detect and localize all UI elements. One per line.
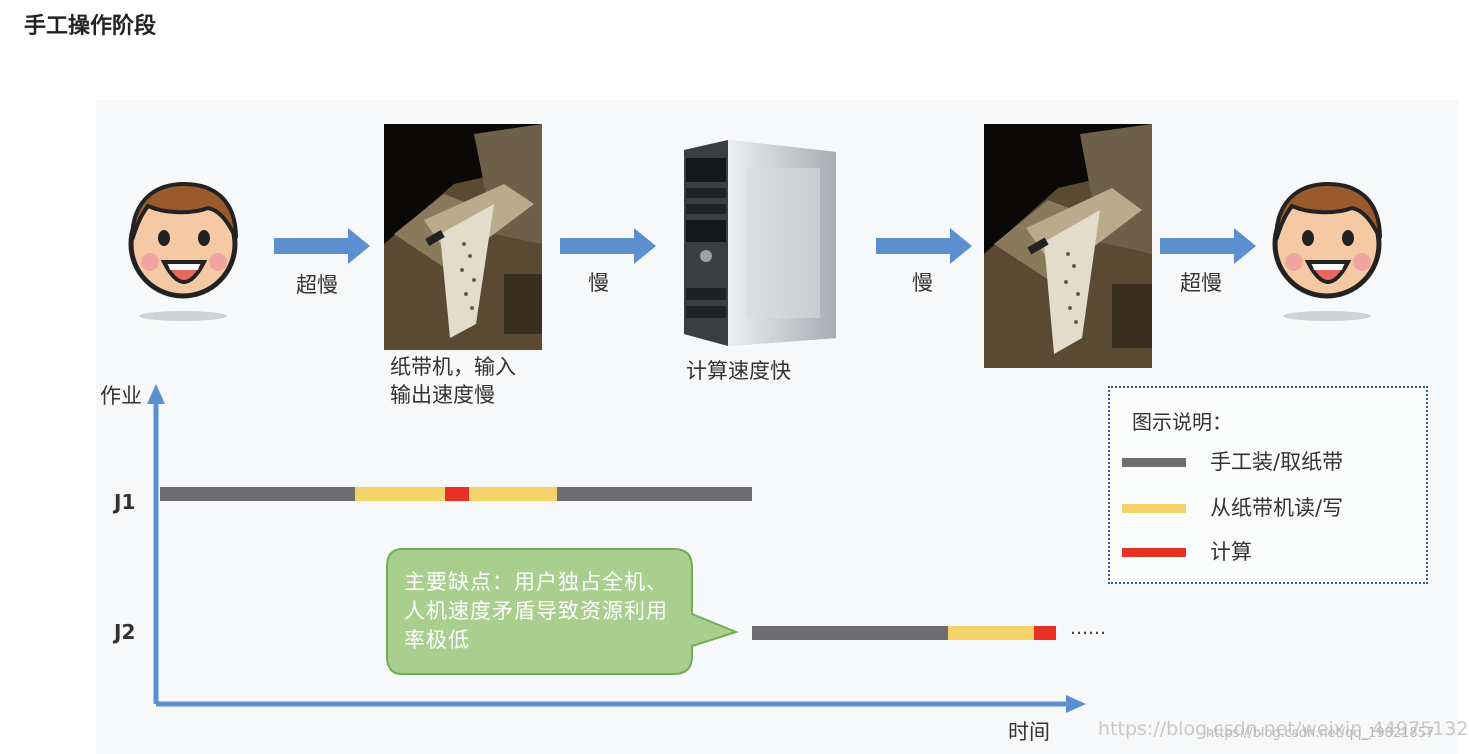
- x-axis-label: 时间: [1008, 720, 1050, 744]
- j2-continuation-dots: ……: [1070, 618, 1106, 639]
- job-1-segment-compute: [445, 487, 469, 501]
- legend-title: 图示说明：: [1132, 410, 1232, 434]
- job-1-segment-manual: [160, 487, 355, 501]
- computer-caption: 计算速度快: [686, 359, 791, 383]
- paper-tape-machine-image-right: [984, 124, 1152, 368]
- job-1-segment-manual: [557, 487, 752, 501]
- arrow-label-4: 超慢: [1180, 271, 1222, 295]
- arrow-label-3: 慢: [912, 271, 933, 295]
- arrow-label-1: 超慢: [296, 273, 338, 297]
- flow-arrow-4: [1160, 228, 1256, 264]
- timeline-axes: [147, 384, 1086, 713]
- callout-text: 主要缺点：用户独占全机、人机速度矛盾导致资源利用率极低: [404, 570, 668, 652]
- legend-swatch-compute: [1122, 548, 1186, 557]
- legend-swatch-io: [1122, 504, 1186, 513]
- job-label-j2: J2: [114, 620, 136, 644]
- job-1-segment-io: [469, 487, 557, 501]
- watermark-text: https://blog.csdn.net/weixin_44975132: [1098, 718, 1469, 740]
- arrow-label-2: 慢: [588, 271, 609, 295]
- legend-swatch-manual: [1122, 458, 1186, 467]
- y-axis-label: 作业: [100, 384, 142, 408]
- callout-bubble: [386, 548, 739, 675]
- user-face-icon-left: [128, 181, 238, 321]
- legend-label-compute: 计算: [1210, 540, 1252, 564]
- paper-tape-machine-image-left: [384, 124, 542, 350]
- job-1-segment-io: [355, 487, 445, 501]
- job-2-segment-io: [948, 626, 1034, 640]
- job-2-segment-manual: [752, 626, 948, 640]
- tape-caption-line1: 纸带机，输入: [390, 355, 516, 379]
- flow-arrow-3: [876, 228, 972, 264]
- tape-caption-line2: 输出速度慢: [390, 383, 495, 407]
- watermark-text-2: https://blog.csdn.net/qq_19821857: [1206, 726, 1435, 741]
- flow-arrow-1: [274, 228, 370, 264]
- page-title: 手工操作阶段: [24, 14, 157, 39]
- legend-label-manual: 手工装/取纸带: [1210, 450, 1344, 474]
- flow-arrow-2: [560, 228, 656, 264]
- job-2-segment-compute: [1034, 626, 1056, 640]
- job-label-j1: J1: [114, 490, 136, 514]
- computer-tower-icon: [684, 140, 836, 346]
- legend-label-io: 从纸带机读/写: [1210, 496, 1344, 520]
- legend-box: 图示说明： 手工装/取纸带 从纸带机读/写 计算: [1108, 386, 1428, 584]
- user-face-icon-right: [1272, 181, 1382, 321]
